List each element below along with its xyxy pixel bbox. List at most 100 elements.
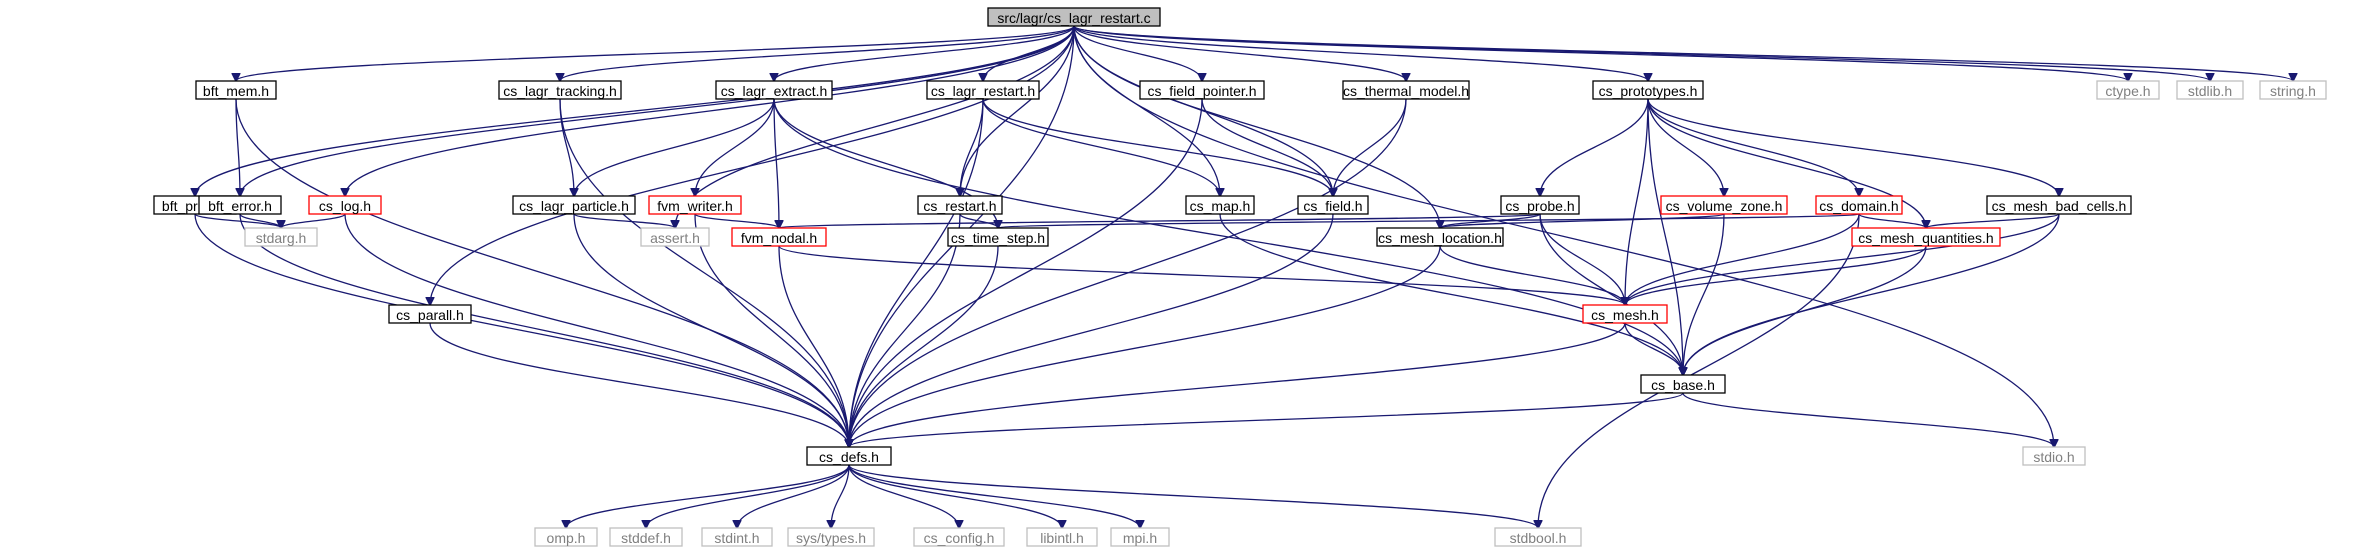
node-box [640,227,710,247]
node-cs-lagr-tracking[interactable]: cs_lagr_tracking.h [498,80,622,100]
root-file-node[interactable]: src/lagr/cs_lagr_restart.c [987,7,1161,27]
node-label: cs_mesh.h [1591,307,1659,323]
node-box [2259,80,2327,100]
node-cs-probe[interactable]: cs_probe.h [1500,195,1580,215]
node-cs-field-pointer[interactable]: cs_field_pointer.h [1139,80,1265,100]
node-label: stddef.h [621,530,671,546]
node-box [1640,374,1726,394]
node-cs-mesh-location[interactable]: cs_mesh_location.h [1376,227,1504,247]
edge-bft_mem-to-bft_error [235,98,240,196]
node-box [195,80,277,100]
node-cs-restart[interactable]: cs_restart.h [917,195,1003,215]
edge-cs_mesh_quantities-to-cs_base [1683,245,1927,375]
node-box [1342,80,1470,100]
node-fvm-nodal[interactable]: fvm_nodal.h [731,227,827,247]
node-cs-log[interactable]: cs_log.h [308,195,382,215]
node-label: cs_lagr_extract.h [721,83,828,99]
node-box [2176,80,2244,100]
node-cs-base[interactable]: cs_base.h [1640,374,1726,394]
node-box [1986,195,2132,215]
node-cs-lagr-restart-h[interactable]: cs_lagr_restart.h [926,80,1040,100]
node-box [1500,195,1580,215]
node-box [1582,304,1668,324]
node-label: mpi.h [1123,530,1157,546]
node-cs-volume-zone[interactable]: cs_volume_zone.h [1660,195,1788,215]
edge-cs_defs-to-stddef [646,464,850,528]
node-label: string.h [2270,83,2316,99]
edge-cs_prototypes-to-cs_volume_zone [1647,98,1724,196]
node-cs-thermal-model[interactable]: cs_thermal_model.h [1342,80,1470,100]
node-cs-mesh[interactable]: cs_mesh.h [1582,304,1668,324]
edge-root-to-cs_field_pointer [1073,25,1202,81]
edge-cs_lagr_particle-to-assert [573,213,675,228]
node-box [609,527,683,547]
edge-cs_mesh-to-cs_defs [849,322,1626,447]
node-ctype: ctype.h [2096,80,2160,100]
node-box [787,527,875,547]
node-box [701,527,773,547]
edge-cs_lagr_tracking-to-cs_defs [559,98,849,447]
node-label: cs_restart.h [923,198,996,214]
edge-cs_defs-to-cs_config [848,464,959,528]
edge-cs_parall-to-cs_defs [429,322,849,447]
node-cs-parall[interactable]: cs_parall.h [388,304,472,324]
edge-bft_error-to-cs_defs [239,213,849,447]
edge-cs_mesh_bad_cells-to-cs_mesh [1625,213,2060,305]
node-box [198,195,282,215]
node-box [1660,195,1788,215]
edge-root-to-string [1073,25,2293,81]
node-label: fvm_writer.h [657,198,732,214]
node-cs-map[interactable]: cs_map.h [1185,195,1255,215]
node-box [648,195,742,215]
edge-cs_field_pointer-to-cs_defs [849,98,1203,447]
node-label: cs_thermal_model.h [1343,83,1469,99]
edge-cs_base-to-cs_defs [849,392,1684,447]
node-box [534,527,598,547]
node-label: cs_lagr_particle.h [519,198,629,214]
edge-cs_prototypes-to-cs_mesh [1625,98,1649,305]
node-cs-field[interactable]: cs_field.h [1297,195,1369,215]
node-label: bft_error.h [208,198,272,214]
node-bft-error[interactable]: bft_error.h [198,195,282,215]
node-bft-mem[interactable]: bft_mem.h [195,80,277,100]
edge-cs_defs-to-stdint [737,464,850,528]
node-cs-time-step[interactable]: cs_time_step.h [947,227,1049,247]
node-label: cs_lagr_restart.h [931,83,1035,99]
node-label: src/lagr/cs_lagr_restart.c [997,10,1150,26]
edge-cs_restart-to-cs_defs [849,213,961,447]
edge-root-to-cs_mesh_location [1073,25,1440,228]
node-cs-config: cs_config.h [913,527,1005,547]
node-stdarg: stdarg.h [244,227,318,247]
node-box [913,527,1005,547]
edge-cs_time_step-to-cs_defs [849,245,999,447]
edge-cs_log-to-cs_defs [344,213,849,447]
node-cs-mesh-bad-cells[interactable]: cs_mesh_bad_cells.h [1986,195,2132,215]
node-cs-domain[interactable]: cs_domain.h [1815,195,1903,215]
edge-root-to-bft_printf [195,25,1075,196]
node-cs-defs[interactable]: cs_defs.h [806,446,892,466]
node-label: cs_map.h [1190,198,1251,214]
node-label: bft_mem.h [203,83,269,99]
node-cs-mesh-quantities[interactable]: cs_mesh_quantities.h [1851,227,2001,247]
edge-cs_lagr_tracking-to-cs_lagr_particle [559,98,574,196]
edge-bft_mem-to-cs_defs [235,98,849,447]
node-box [806,446,892,466]
edge-bft_printf-to-stdarg [194,213,281,228]
edge-root-to-cs_lagr_extract [774,25,1075,81]
node-cs-prototypes[interactable]: cs_prototypes.h [1592,80,1704,100]
node-cs-lagr-extract[interactable]: cs_lagr_extract.h [715,80,833,100]
node-label: cs_domain.h [1819,198,1898,214]
node-label: stdbool.h [1510,530,1567,546]
edge-root-to-cs_log [345,25,1075,196]
node-cs-lagr-particle[interactable]: cs_lagr_particle.h [512,195,636,215]
edge-cs_domain-to-cs_mesh_quantities [1858,213,1926,228]
node-label: stdio.h [2033,449,2074,465]
node-label: cs_mesh_bad_cells.h [1992,198,2127,214]
node-fvm-writer[interactable]: fvm_writer.h [648,195,742,215]
node-label: cs_mesh_location.h [1378,230,1502,246]
edge-cs_log-to-stdarg [281,213,346,228]
node-label: cs_mesh_quantities.h [1858,230,1993,246]
node-label: cs_log.h [319,198,371,214]
node-label: cs_probe.h [1505,198,1574,214]
node-mpi: mpi.h [1110,527,1170,547]
